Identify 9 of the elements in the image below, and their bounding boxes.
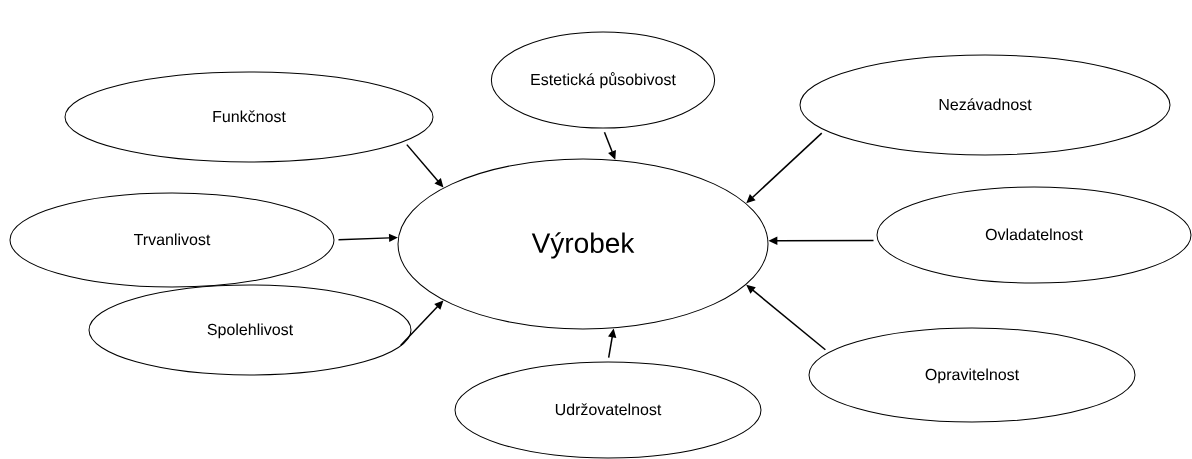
ellipse-node: Opravitelnost xyxy=(808,327,1136,423)
ellipse-node: Nezávadnost xyxy=(799,54,1171,156)
ellipse-node: Spolehlivost xyxy=(88,284,412,376)
ellipse-node: Trvanlivost xyxy=(9,192,335,288)
ellipse-node: Estetická působivost xyxy=(490,31,716,129)
ellipse-node: Funkčnost xyxy=(64,71,434,163)
ellipse-node: Ovladatelnost xyxy=(876,186,1192,284)
ellipse-node: Výrobek xyxy=(397,158,769,330)
ellipse-node: Udržovatelnost xyxy=(454,361,762,459)
